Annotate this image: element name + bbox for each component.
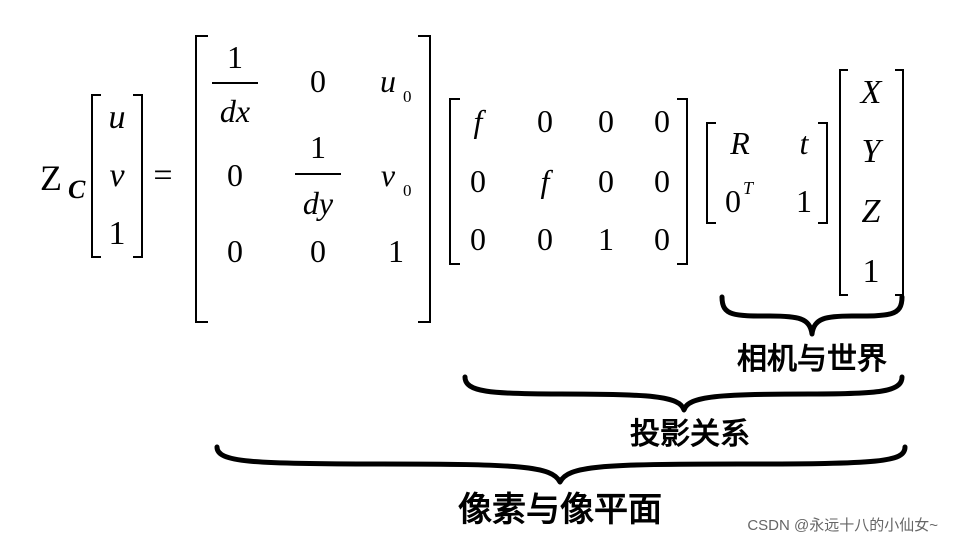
brace-pixel-image: [214, 444, 908, 485]
p23: 0: [598, 163, 614, 199]
e-zero: 0: [725, 183, 741, 219]
p12: 0: [537, 103, 553, 139]
k23-v: v: [381, 157, 396, 193]
p22: f: [541, 163, 554, 199]
label-projection: 投影关系: [630, 417, 750, 452]
e-one: 1: [796, 183, 812, 219]
p33: 1: [598, 221, 614, 257]
projection-bracket-right: [677, 98, 688, 265]
projection-matrix: f 0 0 0 0 f 0 0 0 0 1 0: [449, 98, 688, 265]
brace-projection: [462, 374, 905, 413]
vec-one: 1: [109, 215, 126, 252]
world-y: Y: [862, 133, 884, 170]
k21: 0: [227, 157, 243, 193]
e-t: t: [800, 125, 810, 161]
brace-pixel-image-group: 像素与像平面: [214, 444, 908, 530]
extrinsic-matrix: R t 0 T 1: [706, 122, 828, 224]
e-r: R: [729, 125, 750, 161]
label-pixel-image: 像素与像平面: [458, 490, 662, 530]
lhs-bracket-right: [133, 94, 143, 258]
vec-u: u: [109, 99, 126, 136]
k11-denominator: dx: [220, 93, 250, 129]
intrinsic-bracket-right: [418, 35, 431, 323]
world-bracket-left: [839, 69, 848, 296]
lhs-group: Z C u v 1 =: [40, 94, 173, 258]
intrinsic-matrix: 1 dx 0 u 0 0 1 dy v 0 0 0 1: [195, 35, 431, 323]
equals-sign: =: [153, 157, 172, 194]
extrinsic-bracket-right: [818, 122, 828, 224]
p14: 0: [654, 103, 670, 139]
k22-denominator: dy: [303, 185, 334, 221]
p34: 0: [654, 221, 670, 257]
world-vector: X Y Z 1: [839, 69, 904, 296]
scale-z: Z: [40, 158, 62, 198]
k31: 0: [227, 233, 243, 269]
projection-bracket-left: [449, 98, 460, 265]
brace-camera-world: [719, 294, 905, 337]
k12: 0: [310, 63, 326, 99]
k11-numerator: 1: [227, 39, 243, 75]
watermark: CSDN @永远十八的小仙女~: [747, 516, 938, 534]
extrinsic-bracket-left: [706, 122, 716, 224]
vec-v: v: [109, 157, 125, 194]
k32: 0: [310, 233, 326, 269]
k13-sub: 0: [403, 87, 412, 106]
world-bracket-right: [895, 69, 904, 296]
brace-projection-group: 投影关系: [462, 374, 905, 452]
p31: 0: [470, 221, 486, 257]
k33: 1: [388, 233, 404, 269]
p32: 0: [537, 221, 553, 257]
world-x: X: [859, 74, 883, 111]
scale-sub-c: C: [68, 175, 86, 204]
k13-u: u: [380, 63, 396, 99]
world-one: 1: [863, 253, 880, 290]
brace-camera-world-group: 相机与世界: [719, 294, 905, 377]
lhs-bracket-left: [91, 94, 101, 258]
world-z: Z: [862, 193, 882, 230]
k23-sub: 0: [403, 181, 412, 200]
e-transpose: T: [743, 178, 755, 198]
intrinsic-bracket-left: [195, 35, 208, 323]
label-camera-world: 相机与世界: [737, 342, 887, 377]
p11: f: [474, 103, 487, 139]
k22-numerator: 1: [310, 129, 326, 165]
p21: 0: [470, 163, 486, 199]
p24: 0: [654, 163, 670, 199]
p13: 0: [598, 103, 614, 139]
